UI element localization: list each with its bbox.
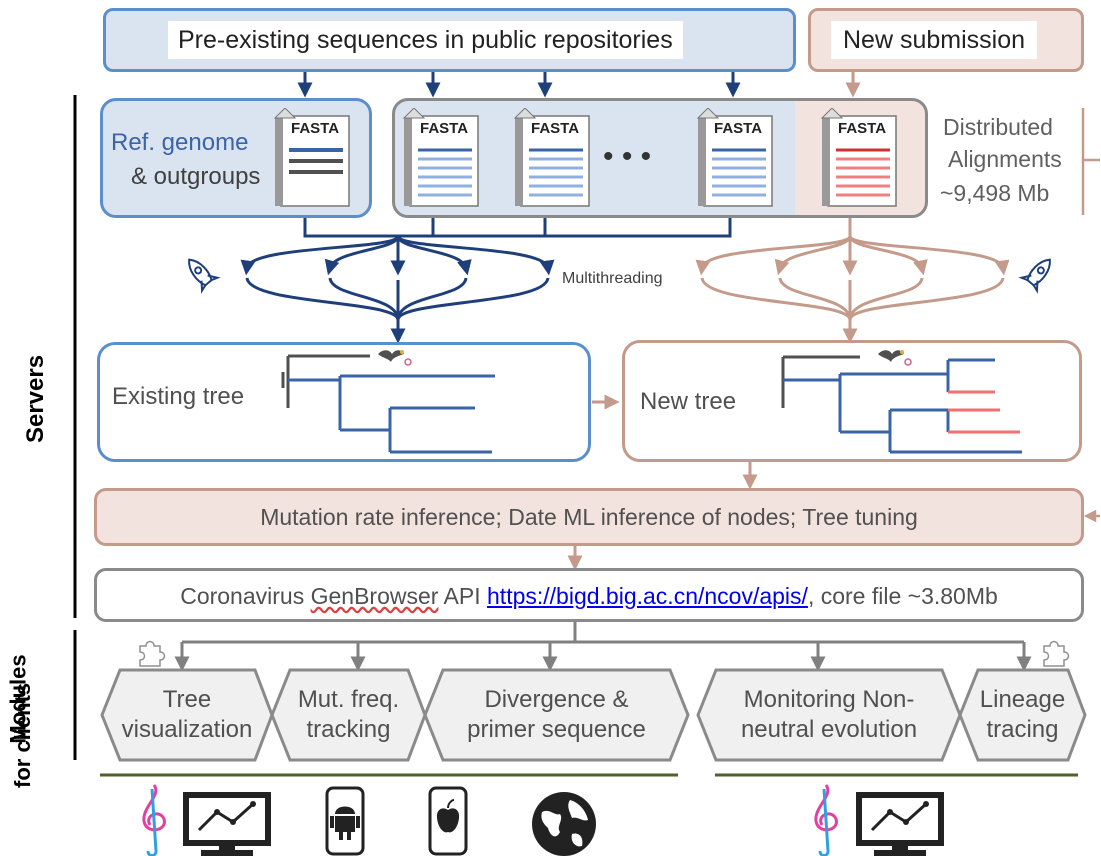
android-phone-icon bbox=[325, 786, 365, 856]
new-tree-label: New tree bbox=[640, 388, 737, 415]
module-label-line1: Mut. freq. bbox=[297, 686, 400, 713]
apple-phone-icon bbox=[428, 786, 468, 856]
existing-tree-box bbox=[97, 342, 591, 462]
modules-label-line2: for clients bbox=[10, 682, 35, 788]
rocket-icon bbox=[188, 258, 221, 294]
inference-label: Mutation rate inference; Date ML inferen… bbox=[260, 504, 918, 530]
api-box: Coronavirus GenBrowser API https://bigd.… bbox=[94, 568, 1084, 622]
fasta-file-icon: FASTA bbox=[820, 108, 900, 208]
api-prefix: Coronavirus bbox=[180, 583, 305, 609]
distributed-line1: Distributed bbox=[943, 114, 1053, 140]
fasta-file-icon: FASTA bbox=[696, 108, 776, 208]
fasta-file-icon: FASTA bbox=[513, 108, 593, 208]
fasta-file-icon: FASTA bbox=[402, 108, 482, 208]
module-label-line2: visualization bbox=[121, 716, 253, 743]
module-hexagons bbox=[100, 668, 1087, 762]
bird-icon bbox=[878, 350, 912, 366]
api-to-modules-lines bbox=[174, 622, 1032, 672]
globe-icon bbox=[532, 792, 596, 856]
hex-divergence bbox=[423, 668, 690, 762]
monitor-chart-icon bbox=[183, 792, 271, 856]
existing-tree-graphic bbox=[281, 354, 495, 454]
new-submission-label: New submission bbox=[831, 21, 1038, 59]
module-monitoring-nonneutral[interactable]: Monitoring Non- neutral evolution bbox=[698, 685, 960, 745]
new-tree-box bbox=[622, 340, 1082, 462]
fasta-label: FASTA bbox=[838, 120, 887, 137]
monitor-chart-icon bbox=[856, 792, 944, 856]
hex-mut-freq bbox=[270, 668, 427, 762]
module-label-line1: Divergence & bbox=[484, 686, 629, 713]
bird-icon bbox=[378, 350, 412, 366]
outgroups-label: & outgroups bbox=[131, 163, 261, 190]
multithreading-label: Multithreading bbox=[562, 270, 663, 287]
module-label-line1: Tree bbox=[162, 686, 212, 713]
hex-monitoring bbox=[696, 668, 962, 762]
module-label-line1: Monitoring Non- bbox=[743, 686, 915, 713]
module-label-line2: primer sequence bbox=[467, 716, 646, 743]
fasta-label: FASTA bbox=[714, 120, 763, 137]
distributed-line3: ~9,498 Mb bbox=[940, 180, 1050, 206]
new-submission-box: New submission bbox=[808, 8, 1084, 72]
treble-clef-icon bbox=[142, 784, 166, 856]
ellipsis-dots: • • • bbox=[603, 140, 652, 173]
module-lineage-tracing[interactable]: Lineage tracing bbox=[960, 685, 1085, 745]
api-genbrowser: GenBrowser bbox=[310, 583, 439, 609]
puzzle-icon bbox=[139, 640, 166, 667]
module-mut-freq-tracking[interactable]: Mut. freq. tracking bbox=[272, 685, 425, 745]
module-label-line2: tracking bbox=[306, 716, 391, 743]
pink-merge-lines bbox=[695, 218, 1010, 344]
api-text: Coronavirus GenBrowser API https://bigd.… bbox=[97, 583, 1081, 610]
module-tree-visualization[interactable]: Tree visualization bbox=[102, 685, 272, 745]
distributed-bracket bbox=[1081, 108, 1100, 215]
fasta-label: FASTA bbox=[531, 120, 580, 137]
hex-tree-visualization bbox=[100, 668, 274, 762]
public-repos-box: Pre-existing sequences in public reposit… bbox=[103, 8, 796, 72]
ref-genome-label: Ref. genome bbox=[111, 129, 249, 156]
inference-box: Mutation rate inference; Date ML inferen… bbox=[94, 488, 1084, 546]
rocket-icon bbox=[1018, 258, 1051, 294]
fasta-label: FASTA bbox=[420, 120, 469, 137]
module-label-line2: tracing bbox=[986, 716, 1059, 743]
api-suffix: , core file ~3.80Mb bbox=[807, 583, 998, 609]
module-label-line2: neutral evolution bbox=[740, 716, 918, 743]
puzzle-icon bbox=[1043, 640, 1070, 667]
blue-merge-lines bbox=[240, 218, 732, 344]
fasta-file-icon: FASTA bbox=[273, 108, 353, 208]
repo-arrows bbox=[297, 72, 741, 98]
servers-label: Servers bbox=[22, 354, 50, 444]
existing-tree-label: Existing tree bbox=[112, 383, 245, 410]
api-url-link[interactable]: https://bigd.big.ac.cn/ncov/apis/ bbox=[487, 583, 808, 609]
module-divergence-primer[interactable]: Divergence & primer sequence bbox=[425, 685, 688, 745]
fasta-label: FASTA bbox=[291, 120, 340, 137]
api-word: API bbox=[443, 583, 481, 609]
public-repos-label: Pre-existing sequences in public reposit… bbox=[168, 21, 683, 59]
new-tree-graphic bbox=[781, 355, 1022, 454]
hex-lineage bbox=[958, 668, 1087, 762]
module-label-line1: Lineage bbox=[979, 686, 1066, 713]
treble-clef-icon bbox=[814, 784, 838, 856]
distributed-line2: Alignments bbox=[948, 146, 1062, 172]
